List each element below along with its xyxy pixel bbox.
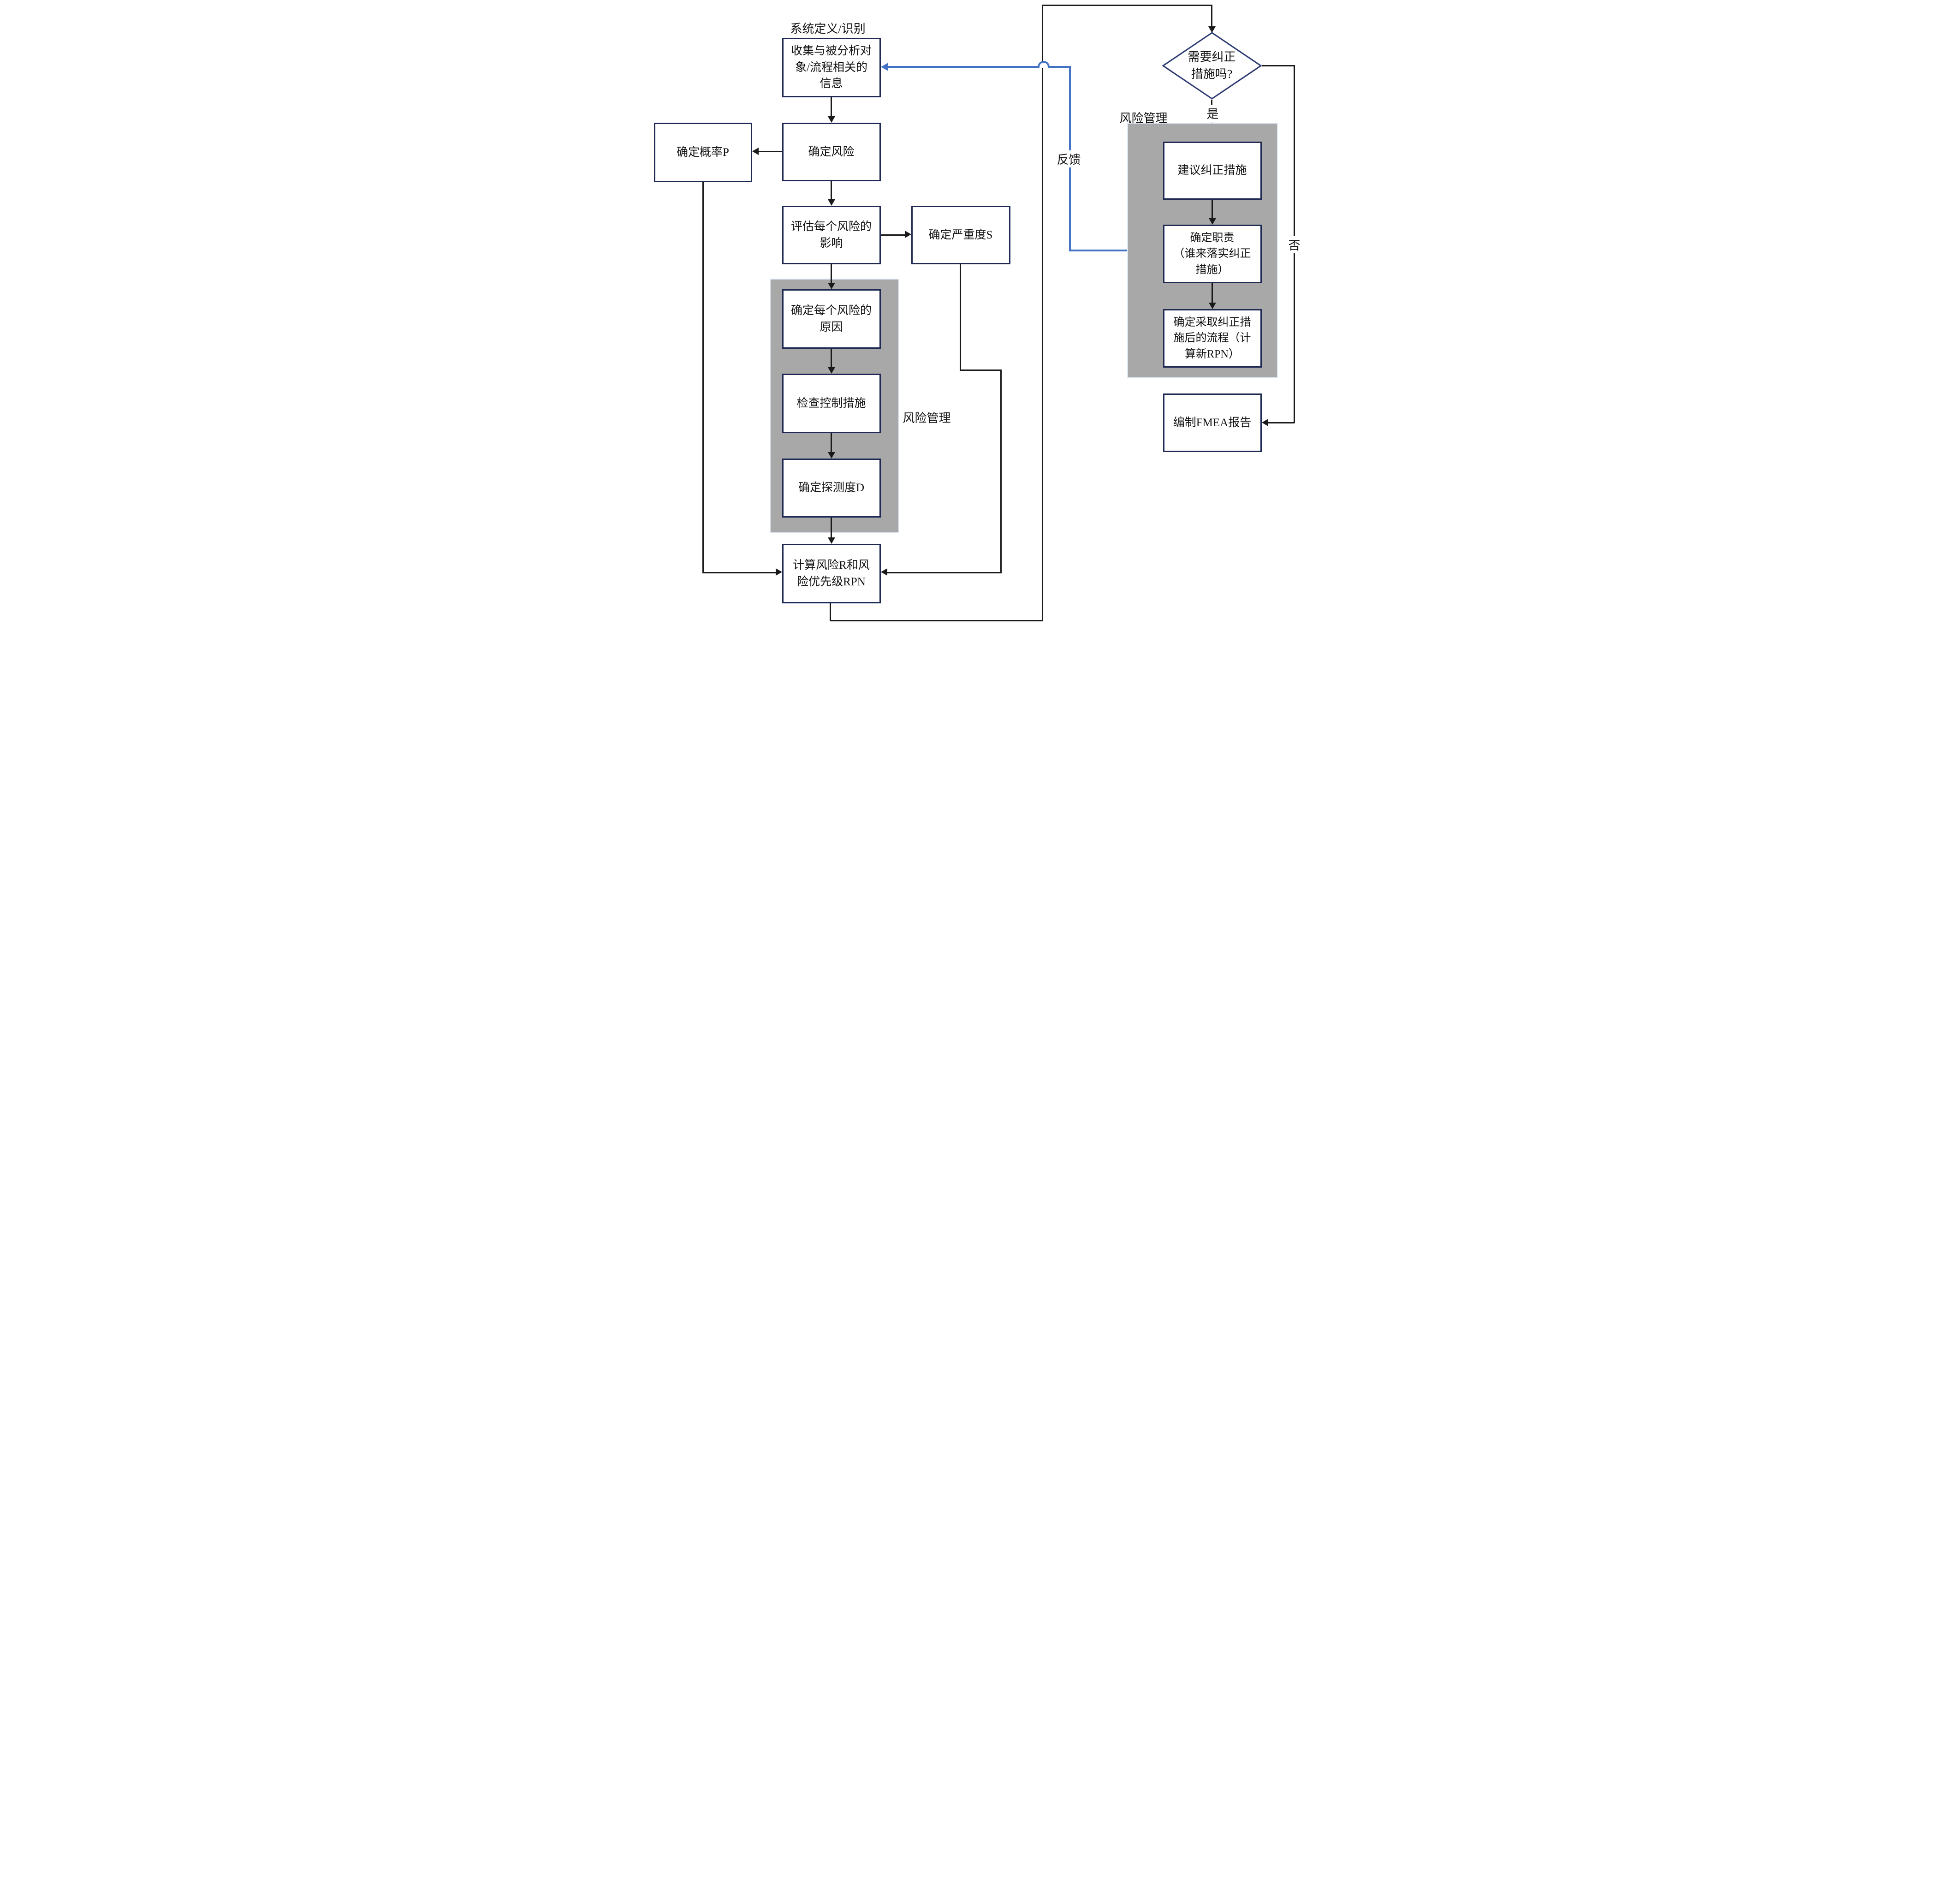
- node-determine-probability: 确定概率P: [653, 123, 752, 182]
- arrowhead-severity-rpn: [880, 568, 887, 576]
- arrowhead-detectability-rpn: [827, 537, 835, 544]
- arrowhead-suggest-responsibility: [1208, 218, 1216, 225]
- label-system-definition: 系统定义/识别: [790, 22, 866, 36]
- node-determine-responsibility: 确定职责 （谁来落实纠正 措施）: [1163, 225, 1262, 283]
- arrowhead-decision-report: [1261, 419, 1268, 426]
- edge-responsibility-afteraction: [1211, 283, 1213, 303]
- edge-feedback-h1: [888, 66, 1038, 68]
- arrowhead-risk-impact: [827, 199, 835, 206]
- edge-feedback-h2: [1049, 66, 1071, 68]
- arrowhead-controls-detectability: [827, 452, 835, 459]
- decision-diamond-shape: [1162, 32, 1262, 100]
- arrowhead-impact-severity: [904, 231, 911, 238]
- node-determine-risk: 确定风险: [782, 123, 881, 181]
- edge-risk-impact: [830, 181, 832, 200]
- label-feedback: 反馈: [1054, 150, 1083, 167]
- node-determine-severity: 确定严重度S: [911, 206, 1010, 264]
- node-calculate-rpn: 计算风险R和风 险优先级RPN: [782, 544, 881, 603]
- edge-controls-detectability: [830, 433, 832, 453]
- arrowhead-feedback-info: [880, 63, 888, 71]
- edge-rpn-decision-h1: [829, 620, 1043, 621]
- feedback-line-hop: [1037, 61, 1050, 68]
- edge-rpn-decision-v3: [1211, 5, 1212, 27]
- arrowhead-cause-controls: [827, 367, 835, 374]
- edge-severity-rpn-h1: [959, 369, 1002, 371]
- arrowhead-rpn-decision: [1208, 26, 1216, 33]
- label-yes: 是: [1204, 105, 1221, 122]
- node-determine-cause: 确定每个风险的 原因: [782, 289, 881, 349]
- edge-probability-rpn-horizontal: [702, 572, 776, 573]
- arrowhead-probability-rpn: [775, 568, 782, 576]
- edge-severity-rpn-v1: [959, 264, 961, 371]
- edge-decision-no-h2: [1267, 422, 1295, 423]
- label-risk-management-left: 风险管理: [903, 411, 951, 425]
- edge-severity-rpn-h2: [886, 572, 1001, 573]
- node-collect-info: 收集与被分析对 象/流程相关的 信息: [782, 38, 881, 97]
- edge-info-risk: [830, 97, 832, 117]
- edge-feedback-h3: [1069, 250, 1127, 251]
- node-suggest-corrective-action: 建议纠正措施: [1163, 142, 1262, 200]
- edge-impact-cause: [830, 264, 832, 283]
- node-assess-impact: 评估每个风险的 影响: [782, 206, 881, 264]
- node-process-after-action: 确定采取纠正措 施后的流程（计 算新RPN）: [1163, 309, 1262, 368]
- node-check-controls: 检查控制措施: [782, 374, 881, 433]
- edge-rpn-decision-v1: [829, 603, 831, 621]
- edge-impact-severity: [880, 234, 905, 236]
- edge-detectability-rpn: [830, 518, 832, 538]
- edge-probability-rpn-vertical: [702, 182, 704, 573]
- edge-risk-probability: [757, 151, 782, 152]
- node-compile-fmea-report: 编制FMEA报告: [1163, 393, 1262, 452]
- arrowhead-responsibility-afteraction: [1208, 303, 1216, 309]
- edge-decision-no-h1: [1261, 65, 1295, 66]
- edge-severity-rpn-v2: [1000, 369, 1002, 573]
- arrowhead-info-risk: [827, 116, 835, 123]
- edge-rpn-decision-h2: [1041, 5, 1212, 6]
- decision-diamond-label: 需要纠正 措施吗?: [1188, 50, 1236, 81]
- label-no: 否: [1286, 236, 1303, 253]
- label-risk-management-right: 风险管理: [1119, 112, 1168, 125]
- edge-suggest-responsibility: [1211, 200, 1213, 219]
- node-determine-detectability: 确定探测度D: [782, 459, 881, 518]
- node-need-corrective-action: 需要纠正 措施吗?: [1162, 32, 1262, 100]
- edge-rpn-decision-v2: [1041, 5, 1043, 621]
- arrowhead-risk-probability: [752, 148, 759, 155]
- edge-cause-controls: [830, 349, 832, 368]
- fmea-flowchart: 收集与被分析对 象/流程相关的 信息 确定风险 确定概率P 评估每个风险的 影响…: [653, 0, 1307, 626]
- arrowhead-impact-cause: [827, 283, 835, 289]
